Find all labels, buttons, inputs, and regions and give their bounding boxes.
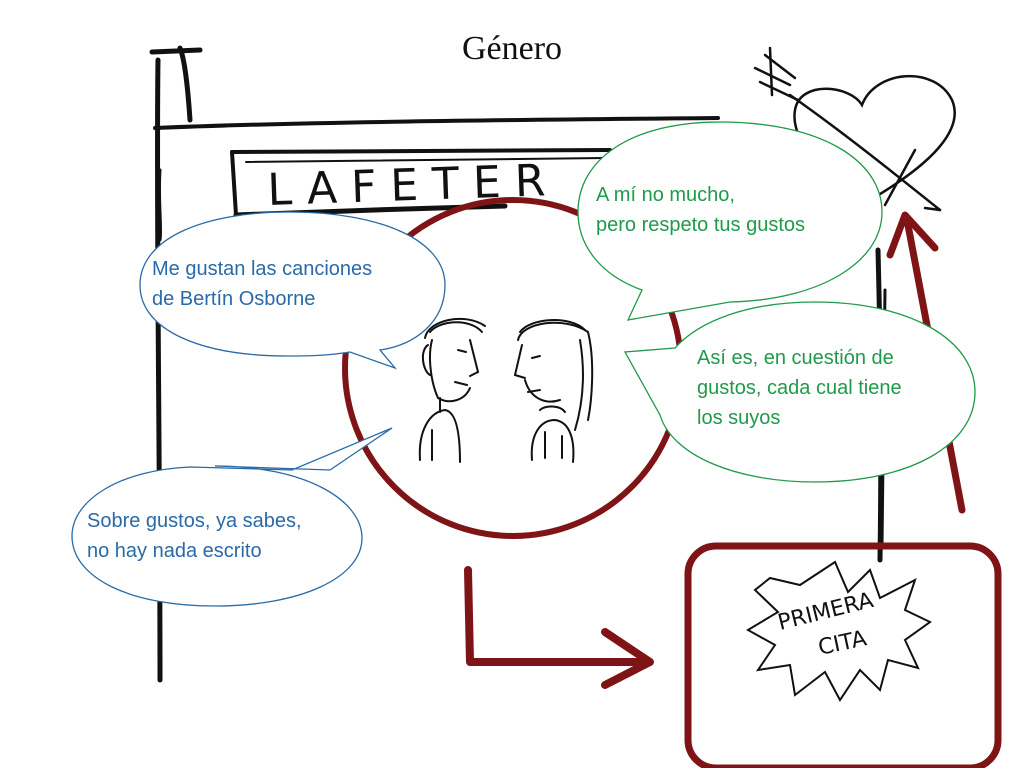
speech-bubble-1-text: Me gustan las canciones de Bertín Osborn… — [152, 258, 373, 310]
person-right-figure — [513, 319, 594, 463]
sign-text: LAFETER — [267, 155, 561, 216]
speech-bubble-2-text: A mí no mucho, pero respeto tus gustos — [596, 184, 806, 236]
speech-bubble-3 — [623, 301, 976, 483]
speech-bubble-2 — [577, 121, 883, 321]
speech-bubble-4 — [71, 427, 393, 607]
person-left-figure — [418, 317, 486, 463]
burst-text-line2: CITA — [816, 626, 869, 661]
speech-bubble-1 — [139, 211, 446, 370]
direction-arrow-right — [464, 566, 654, 689]
slide-title: Género — [461, 30, 563, 67]
burst-shape — [746, 560, 932, 702]
heart-arrow-icon — [753, 46, 956, 212]
speech-bubble-3-text: Así es, en cuestión de gustos, cada cual… — [697, 347, 902, 429]
speech-bubble-4-text: Sobre gustos, ya sabes, no hay nada escr… — [87, 510, 302, 562]
